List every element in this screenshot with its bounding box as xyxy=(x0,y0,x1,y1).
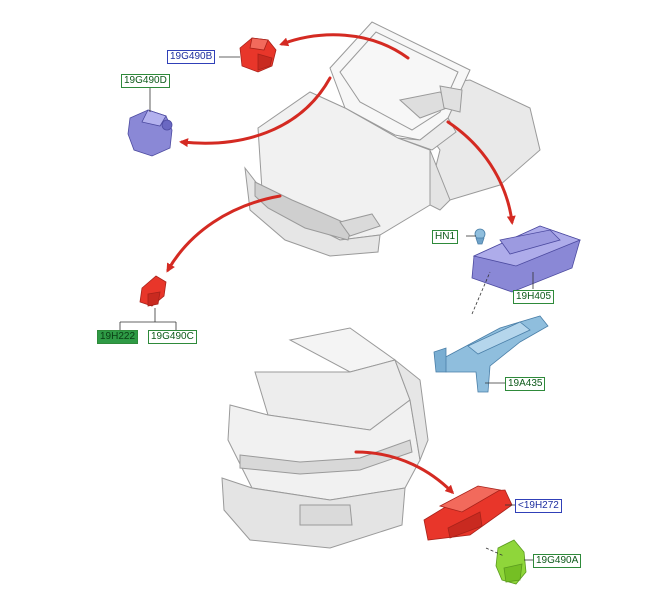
callout-19A435: 19A435 xyxy=(505,377,546,391)
callout-19G490D: 19G490D xyxy=(121,74,170,88)
callout-19G490C: 19G490C xyxy=(148,330,197,344)
callout-19G490B: 19G490B xyxy=(167,50,216,64)
part-19H272 xyxy=(423,485,513,541)
locator-arrows xyxy=(166,33,516,495)
callout-19H272: <19H272 xyxy=(515,499,562,513)
arrow-to-19G490D xyxy=(179,76,332,148)
part-19G490A xyxy=(495,539,527,585)
arrow-to-19G490B xyxy=(279,33,410,60)
callout-19G490A: 19G490A xyxy=(533,554,582,568)
arrow-to-19H272 xyxy=(354,450,455,495)
part-19H405 xyxy=(471,225,582,293)
callout-19H222: 19H222 xyxy=(97,330,139,344)
arrow-to-19G490C xyxy=(166,194,282,273)
part-19G490B xyxy=(239,37,277,73)
leader-lines xyxy=(119,56,534,561)
part-19G490C xyxy=(139,275,167,307)
rear-vehicle-illustration xyxy=(221,327,429,549)
arrow-to-19H405 xyxy=(446,120,516,225)
part-HN1 xyxy=(474,228,486,245)
part-19A435 xyxy=(433,315,549,393)
part-19G490D xyxy=(127,109,173,157)
callout-19H405: 19H405 xyxy=(513,290,555,304)
front-vehicle-illustration xyxy=(244,21,541,257)
callout-HN1: HN1 xyxy=(432,230,459,244)
